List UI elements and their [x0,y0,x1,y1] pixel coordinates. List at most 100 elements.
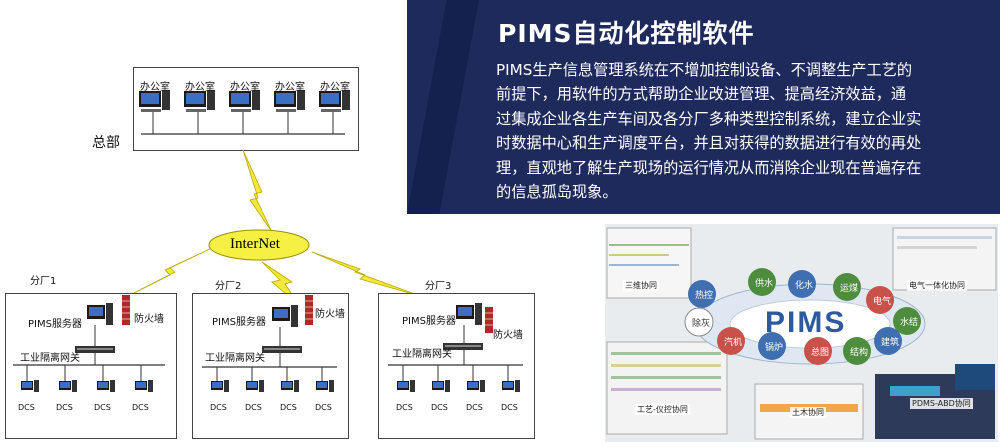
dcs-icon [97,365,115,392]
bubble-label: 汽机 [724,338,743,348]
bubble [688,280,716,308]
gateway-label: 工业隔离网关 [205,353,265,364]
firewall-icon [485,307,493,333]
dcs-icon [281,367,299,392]
dcs-icon [135,365,153,392]
dcs-label: DCS [501,403,518,412]
panel-line: 前提下，用软件的方式帮助企业改进管理、提高经济效益，通 [496,85,907,104]
office-label: 办公室 [275,82,305,93]
gateway-icon [443,343,483,350]
firewall-label: 防火墙 [134,314,164,325]
panel-line: 的信息孤岛现象。 [496,183,618,202]
office-label: 办公室 [140,82,170,93]
firewall-label: 防火墙 [493,330,523,341]
office-workstation-icon [274,90,305,134]
bubble-label: 总图 [811,348,830,358]
firewall-icon [122,295,130,325]
collage-bubbles [684,268,921,365]
dcs-label: DCS [94,403,111,412]
collage-label: PDMS-ABD协同 [910,398,973,409]
office-workstation-icon [319,90,350,134]
dcs-icon [59,365,77,392]
server-label: PIMS服务器 [212,317,266,328]
bubble-label: 建筑 [881,338,900,348]
bubble-label: 运煤 [840,284,859,294]
bubble [874,327,902,355]
bubble-label: 电气 [873,297,892,307]
firewall-label: 防火墙 [315,309,345,320]
internet-label: InterNet [230,236,280,252]
bubble-label: 除灰 [692,319,711,329]
bubble [717,327,745,355]
dcs-label: DCS [245,403,262,412]
bubble-label: 锅炉 [765,343,784,353]
collage-label: 工艺-仪控协同 [635,404,690,415]
dcs-icon [316,367,334,392]
internet-cloud [208,229,310,261]
dcs-label: DCS [466,403,483,412]
branch-name: 分厂1 [30,276,57,287]
panel-title: PIMS自动化控制软件 [498,19,755,48]
dcs-icon [502,365,520,392]
panel-line: 过集成企业各生产车间及各分厂多种类型控制系统，建立企业实 [496,109,922,128]
branch-box [192,293,349,439]
bubble [788,270,816,298]
bubble-label: 结构 [850,348,869,358]
office-label: 办公室 [230,82,260,93]
dcs-label: DCS [18,403,35,412]
dcs-label: DCS [315,403,332,412]
gateway-label: 工业隔离网关 [20,353,80,364]
dcs-icon [21,365,39,392]
bubble [748,268,776,296]
collage-label: 电气一体化协同 [907,280,967,291]
dcs-label: DCS [56,403,73,412]
bubble-label: 热控 [695,291,714,301]
branch1-equipment [13,295,165,392]
branch-name: 分厂3 [425,281,452,292]
office-workstation-icon [229,90,260,134]
branch2-equipment [202,295,337,392]
info-panel [407,0,1000,214]
dcs-label: DCS [280,403,297,412]
dcs-label: DCS [132,403,149,412]
gateway-label: 工业隔离网关 [392,349,452,360]
bubble [804,337,832,365]
dcs-icon [211,367,229,392]
branch-name: 分厂2 [215,281,242,292]
bubble [758,332,786,360]
bubble-label: 供水 [755,279,774,289]
bubble [843,337,871,365]
dcs-icon [467,365,485,392]
dcs-icon [246,367,264,392]
dcs-icon [432,365,450,392]
panel-line: 时数据中心和生产调度平台，并且对获得的数据进行有效的再处 [496,134,922,153]
server-label: PIMS服务器 [402,316,456,327]
office-label: 办公室 [185,82,215,93]
bubble-label: 化水 [795,281,814,291]
dcs-label: DCS [210,403,227,412]
lightning-bolt-icon [311,251,421,297]
panel-line: PIMS生产信息管理系统在不增加控制设备、不调整生产工艺的 [496,61,913,79]
hq-label: 总部 [92,135,120,151]
gateway-icon [262,346,302,353]
hq-workstations [139,90,350,135]
server-icon [87,303,113,325]
branch3-equipment [388,303,523,392]
firewall-icon [305,295,313,325]
pims-collage: PIMS 热控 供水 化水 运煤 电气 水结 建筑 结构 总图 锅炉 汽机 除灰… [605,224,998,442]
bubble [893,307,921,335]
panel-body: PIMS生产信息管理系统在不增加控制设备、不调整生产工艺的 前提下，用软件的方式… [496,58,986,204]
collage-label: 三维协同 [623,280,659,291]
panel-line: 理，直观地了解生产现场的运行情况从而消除企业现在普遍存在 [496,158,922,177]
lightning-bolt-icon [242,149,273,233]
office-workstation-icon [184,90,215,134]
bubble-label: 水结 [900,318,919,328]
gateway-icon [75,346,115,353]
server-icon [272,305,298,327]
office-workstation-icon [139,90,170,134]
dcs-label: DCS [396,403,413,412]
bubble [684,307,714,337]
office-label: 办公室 [320,82,350,93]
server-label: PIMS服务器 [28,319,82,330]
dcs-label: DCS [431,403,448,412]
